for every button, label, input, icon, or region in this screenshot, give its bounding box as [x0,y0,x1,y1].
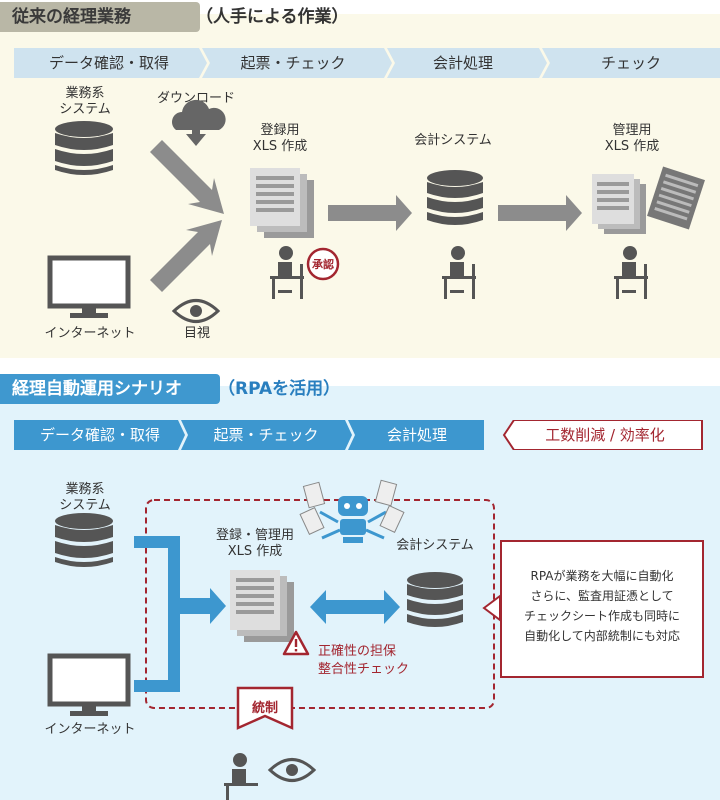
bottom-section-subtitle: （RPAを活用） [218,379,341,399]
merge-bracket [134,536,226,692]
top-system-label: 業務系 システム [59,86,111,117]
rpa-note-box [500,540,704,678]
top-internet-label: インターネット [44,326,136,341]
bottom-system-label: 業務系 システム [59,482,111,513]
bottom-step-2: 起票・チェック [213,426,319,444]
top-xls-label: 登録用 XLS 作成 [252,123,308,154]
top-step-bar [14,48,720,78]
top-visual-label: 目視 [183,326,210,341]
top-step-1: データ確認・取得 [48,54,169,72]
bottom-step-2-shape [181,420,352,450]
top-accounting-label: 会計システム [414,133,492,148]
sync-arrow [310,590,400,624]
bottom-step-3: 会計処理 [386,426,447,444]
top-download-label: ダウンロード [156,91,235,106]
arrow-from-system [150,140,224,214]
bottom-accounting-db-icon [407,572,463,627]
bottom-section-title: 経理自動運用シナリオ [0,374,220,404]
top-accounting-db-icon [427,170,483,225]
top-step-3: 会計処理 [432,54,493,72]
top-section-title: 従来の経理業務 [0,2,200,32]
control-badge-shape [236,686,294,730]
bottom-step-bar [14,420,703,450]
top-step-1-shape [14,48,207,78]
top-mgmt-label: 管理用 XLS 作成 [604,123,660,154]
bottom-worker-icon [224,753,258,800]
bottom-step-1-shape [14,420,185,450]
top-worker-icon-1 [270,246,304,299]
top-step-4: チェック [600,54,661,72]
bottom-eye-icon [267,758,317,782]
bottom-accounting-label: 会計システム [396,538,474,553]
top-step-3-shape [387,48,547,78]
bottom-xls-label: 登録・管理用 XLS 作成 [215,528,294,559]
top-xls-doc-icon [250,168,314,238]
stamp-icon [306,247,340,281]
top-database-icon [55,121,113,175]
bottom-xls-doc-icon [230,570,294,642]
warning-label: 正確性の担保 整合性チェック [318,644,410,677]
rpa-note-text: RPAが業務を大幅に自動化 さらに、監査用証憑として チェックシート作成も同時に… [523,569,680,643]
bottom-diagram-graphics [47,479,501,800]
cloud-download-icon [172,99,226,146]
bottom-monitor-icon [47,653,131,716]
robot-icon [299,479,405,543]
arrow-to-mgmt [498,195,582,231]
control-label: 統制 [251,701,278,716]
top-section-subtitle: （人手による作業） [196,7,349,27]
top-monitor-icon [47,255,131,318]
top-step-2: 起票・チェック [240,54,346,72]
warning-icon [282,630,310,656]
arrow-from-internet [150,220,222,292]
stamp-label: 承認 [312,258,334,271]
bottom-step-3-shape [348,420,484,450]
top-mgmt-doc-icon [592,166,705,234]
top-worker-icon-3 [614,246,648,299]
top-step-2-shape [202,48,392,78]
bottom-internet-label: インターネット [44,722,136,737]
benefit-label: 工数削減 / 効率化 [545,426,665,444]
benefit-shape [502,420,703,450]
arrow-to-accounting [328,195,412,231]
top-eye-icon [171,299,221,323]
top-worker-icon-2 [442,246,476,299]
note-pointer [482,594,501,622]
top-diagram-graphics [47,99,705,323]
bottom-database-icon [55,513,113,567]
bottom-step-1: データ確認・取得 [39,426,160,444]
top-step-4-shape [542,48,720,78]
